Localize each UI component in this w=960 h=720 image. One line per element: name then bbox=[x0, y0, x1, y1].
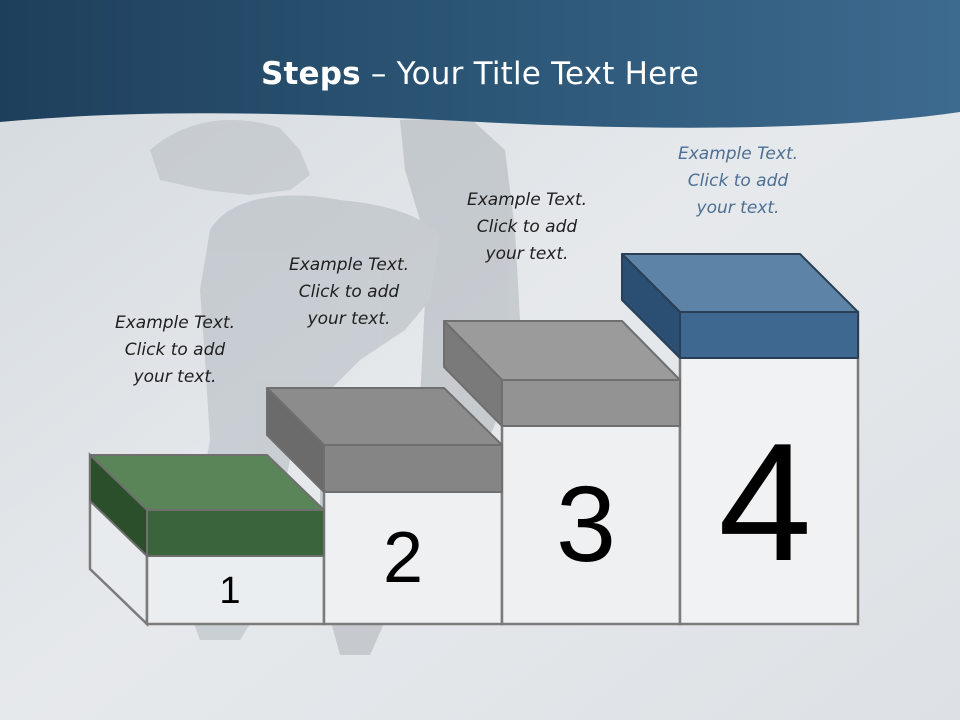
caption-line: Example Text. bbox=[288, 255, 410, 275]
caption-line: your text. bbox=[485, 244, 569, 264]
caption-line: Click to add bbox=[476, 217, 578, 237]
caption-line: Click to add bbox=[298, 282, 400, 302]
step-4-number: 4 bbox=[718, 408, 812, 596]
step-2-number: 2 bbox=[382, 518, 424, 598]
step-1-caption[interactable]: Example Text. Click to add your text. bbox=[80, 310, 270, 391]
title-bold: Steps bbox=[260, 56, 361, 92]
step-3-block bbox=[443, 320, 681, 427]
caption-line: your text. bbox=[133, 367, 217, 387]
step-3-number: 3 bbox=[555, 463, 617, 584]
step-3-caption[interactable]: Example Text. Click to add your text. bbox=[432, 187, 622, 268]
caption-line: your text. bbox=[307, 309, 391, 329]
step-2-caption[interactable]: Example Text. Click to add your text. bbox=[254, 252, 444, 333]
caption-line: Click to add bbox=[687, 171, 789, 191]
step-4-column bbox=[678, 310, 860, 626]
slide-title[interactable]: Steps – Your Title Text Here bbox=[0, 52, 960, 96]
title-rest: – Your Title Text Here bbox=[360, 56, 699, 92]
step-1-block bbox=[89, 454, 325, 557]
step-1-number: 1 bbox=[219, 570, 241, 612]
header-band bbox=[0, 0, 960, 128]
step-4-block bbox=[621, 253, 859, 359]
caption-line: Example Text. bbox=[677, 144, 799, 164]
caption-line: Example Text. bbox=[466, 190, 588, 210]
caption-line: Example Text. bbox=[114, 313, 236, 333]
step-2-block bbox=[266, 387, 503, 493]
step-4-caption[interactable]: Example Text. Click to add your text. bbox=[643, 141, 833, 222]
caption-line: Click to add bbox=[124, 340, 226, 360]
caption-line: your text. bbox=[696, 198, 780, 218]
